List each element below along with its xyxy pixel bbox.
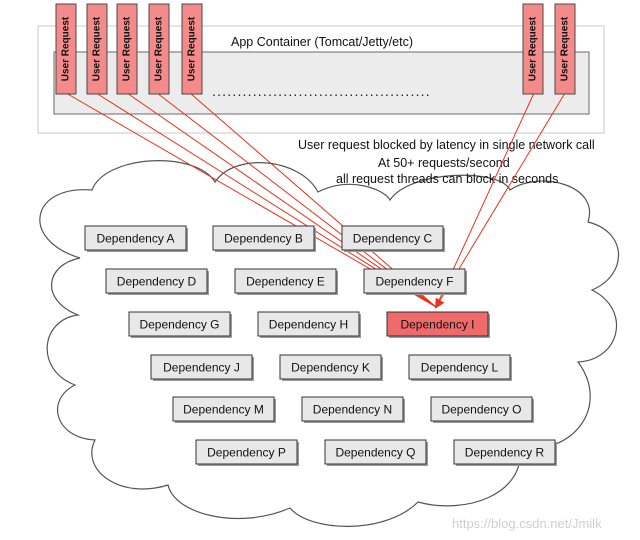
dependency-label: Dependency R	[465, 446, 545, 460]
dependency-box	[84, 225, 187, 251]
user-request-2: User Request	[86, 3, 108, 95]
note-threads: all request threads can block in seconds	[336, 172, 558, 186]
dependency-box	[128, 311, 231, 337]
user-request-box	[116, 3, 138, 95]
dependency-label: Dependency M	[183, 403, 264, 417]
dependency-box	[341, 225, 444, 251]
dependency-n: Dependency N	[301, 396, 405, 423]
dependency-d: Dependency D	[105, 268, 209, 295]
dependency-c: Dependency C	[341, 225, 445, 252]
dependency-label: Dependency P	[207, 446, 286, 460]
dependency-label: Dependency N	[313, 403, 392, 417]
dependency-b: Dependency B	[212, 225, 316, 252]
dependency-p: Dependency P	[195, 439, 299, 466]
dependency-g: Dependency G	[128, 311, 232, 338]
dependency-k: Dependency K	[279, 354, 383, 381]
dependency-box	[279, 354, 382, 380]
dependency-cloud	[39, 160, 620, 527]
dependency-label: Dependency H	[269, 318, 348, 332]
dependency-label: Dependency Q	[335, 446, 415, 460]
dependency-box	[234, 268, 337, 294]
dependency-label: Dependency J	[163, 361, 240, 375]
dependency-label: Dependency I	[400, 318, 474, 332]
user-request-box	[55, 3, 77, 95]
user-request-1: User Request	[55, 3, 77, 95]
dependency-label: Dependency F	[375, 275, 453, 289]
dependency-label: Dependency E	[246, 275, 325, 289]
dependency-label: Dependency D	[117, 275, 197, 289]
dependency-o: Dependency O	[430, 396, 534, 423]
dependency-box	[195, 439, 298, 465]
dependency-box	[172, 396, 275, 422]
note-rate: At 50+ requests/second	[378, 156, 510, 170]
ellipsis-dots: ........................................…	[212, 83, 431, 99]
dependency-box	[257, 311, 360, 337]
dependency-a: Dependency A	[84, 225, 188, 252]
dependency-box	[363, 268, 466, 294]
dependency-box	[453, 439, 556, 465]
note-blocked: User request blocked by latency in singl…	[298, 138, 595, 152]
user-request-box	[522, 3, 544, 95]
dependency-l: Dependency L	[408, 354, 512, 381]
dependency-box	[301, 396, 404, 422]
dependency-box	[324, 439, 427, 465]
user-request-4: User Request	[148, 3, 170, 95]
user-request-3: User Request	[116, 3, 138, 95]
user-request-label: User Request	[92, 16, 103, 81]
dependency-q: Dependency Q	[324, 439, 428, 466]
dependency-label: Dependency C	[353, 232, 433, 246]
dependency-f: Dependency F	[363, 268, 467, 295]
user-request-label: User Request	[154, 16, 165, 81]
dependency-box	[430, 396, 533, 422]
dependency-box	[105, 268, 208, 294]
dependency-i: Dependency I	[386, 311, 490, 338]
user-request-label: User Request	[122, 16, 133, 81]
dependency-label: Dependency B	[224, 232, 303, 246]
user-request-label: User Request	[61, 16, 72, 81]
user-request-label: User Request	[187, 16, 198, 81]
dependency-e: Dependency E	[234, 268, 338, 295]
user-request-box	[148, 3, 170, 95]
dependency-r: Dependency R	[453, 439, 557, 466]
watermark: https://blog.csdn.net/Jmilk	[452, 516, 602, 531]
dependency-label: Dependency K	[291, 361, 370, 375]
user-request-box	[86, 3, 108, 95]
user-request-7: User Request	[554, 3, 576, 95]
dependency-j: Dependency J	[150, 354, 254, 381]
dependency-label: Dependency A	[96, 232, 174, 246]
dependency-box	[408, 354, 511, 380]
user-request-5: User Request	[181, 3, 203, 95]
dependency-box	[212, 225, 315, 251]
user-request-label: User Request	[528, 16, 539, 81]
user-request-box	[181, 3, 203, 95]
user-request-label: User Request	[560, 16, 571, 81]
dependency-label: Dependency L	[421, 361, 499, 375]
dependency-m: Dependency M	[172, 396, 276, 423]
app-container-title: App Container (Tomcat/Jetty/etc)	[231, 35, 413, 49]
dependency-label: Dependency O	[441, 403, 521, 417]
dependency-label: Dependency G	[139, 318, 219, 332]
user-request-6: User Request	[522, 3, 544, 95]
user-request-box	[554, 3, 576, 95]
dependency-h: Dependency H	[257, 311, 361, 338]
dependency-box	[386, 311, 489, 337]
dependency-box	[150, 354, 253, 380]
